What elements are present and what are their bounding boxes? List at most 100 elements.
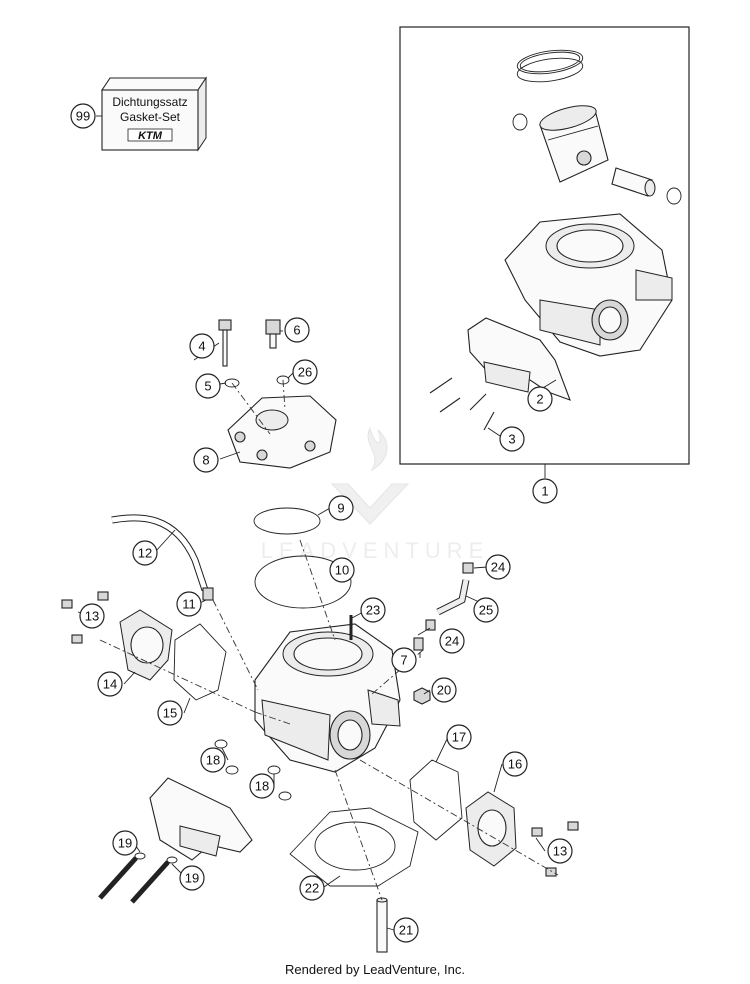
callout-7: 7 xyxy=(391,647,417,673)
exhaust-control-cover-right xyxy=(465,791,517,867)
callout-8: 8 xyxy=(193,447,219,473)
svg-text:26: 26 xyxy=(298,365,312,380)
cylinder-base-gasket xyxy=(289,807,419,887)
right-cover-screws xyxy=(531,821,579,877)
callout-13-left: 13 xyxy=(79,603,105,629)
piston-rings xyxy=(516,49,584,83)
callout-16: 16 xyxy=(502,751,528,777)
svg-text:18: 18 xyxy=(206,753,220,768)
svg-text:6: 6 xyxy=(293,323,300,338)
callout-9: 9 xyxy=(328,495,354,521)
svg-text:8: 8 xyxy=(202,453,209,468)
callout-22: 22 xyxy=(299,875,325,901)
svg-text:18: 18 xyxy=(255,779,269,794)
callout-15: 15 xyxy=(157,700,183,726)
hose-fitting xyxy=(202,587,214,601)
callout-18-left: 18 xyxy=(200,747,226,773)
svg-text:1: 1 xyxy=(541,484,548,499)
callout-1: 1 xyxy=(532,478,558,504)
screws-set xyxy=(429,377,495,431)
callout-23: 23 xyxy=(360,597,386,623)
gasket-set-line1: Dichtungssatz xyxy=(112,95,187,109)
brand-logo: KTM xyxy=(138,130,163,142)
o-ring-head xyxy=(253,507,321,535)
o-ring-cylinder xyxy=(254,555,352,609)
callout-19-right: 19 xyxy=(179,865,205,891)
svg-text:99: 99 xyxy=(76,109,90,124)
svg-text:4: 4 xyxy=(198,339,205,354)
svg-text:10: 10 xyxy=(335,563,349,578)
callout-17: 17 xyxy=(446,724,472,750)
callout-10: 10 xyxy=(329,557,355,583)
svg-text:25: 25 xyxy=(479,603,493,618)
callout-20: 20 xyxy=(431,677,457,703)
cylinder-head xyxy=(227,395,337,469)
callout-14: 14 xyxy=(97,671,123,697)
callout-21: 21 xyxy=(393,917,419,943)
exhaust-control-cover-left xyxy=(119,609,173,681)
left-cover-screws xyxy=(61,591,109,644)
callout-24-lower: 24 xyxy=(439,628,465,654)
chevron-logo-icon xyxy=(330,483,410,525)
cylinder-kit-frame xyxy=(399,26,690,465)
water-nipple xyxy=(413,637,424,651)
flange-screws xyxy=(98,852,178,904)
collar-nut xyxy=(413,687,431,705)
gasket-set-box: Dichtungssatz Gasket-Set KTM xyxy=(100,76,208,152)
temperature-sensor xyxy=(265,319,281,349)
hose-clamp-lower xyxy=(425,619,436,631)
callout-5: 5 xyxy=(195,373,221,399)
svg-text:12: 12 xyxy=(138,546,152,561)
svg-text:3: 3 xyxy=(508,432,515,447)
head-screw xyxy=(218,319,232,367)
svg-text:2: 2 xyxy=(536,392,543,407)
hose-clamp-upper xyxy=(462,562,474,574)
svg-text:13: 13 xyxy=(85,609,99,624)
callout-99: 99 xyxy=(70,103,96,129)
callout-3: 3 xyxy=(499,426,525,452)
dowel-pin xyxy=(376,897,388,953)
svg-text:13: 13 xyxy=(553,844,567,859)
svg-text:23: 23 xyxy=(366,603,380,618)
callout-25: 25 xyxy=(473,597,499,623)
svg-text:11: 11 xyxy=(182,597,196,612)
svg-text:15: 15 xyxy=(163,706,177,721)
footer-credit: Rendered by LeadVenture, Inc. xyxy=(285,962,465,977)
svg-text:22: 22 xyxy=(305,881,319,896)
callout-4: 4 xyxy=(189,333,215,359)
callout-11: 11 xyxy=(176,591,202,617)
cover-gasket-left xyxy=(173,623,227,701)
callout-18-right: 18 xyxy=(249,773,275,799)
gasket-set-line2: Gasket-Set xyxy=(120,110,181,124)
svg-text:24: 24 xyxy=(491,560,505,575)
callout-13-right: 13 xyxy=(547,838,573,864)
svg-text:16: 16 xyxy=(508,757,522,772)
callout-6: 6 xyxy=(284,317,310,343)
callout-24-upper: 24 xyxy=(485,554,511,580)
watermark-text: LEADVENTURE xyxy=(261,538,490,563)
svg-text:21: 21 xyxy=(399,923,413,938)
svg-text:14: 14 xyxy=(103,677,117,692)
callout-19-left: 19 xyxy=(112,830,138,856)
callout-26: 26 xyxy=(292,359,318,385)
cover-gasket-right xyxy=(409,759,463,841)
svg-text:19: 19 xyxy=(185,871,199,886)
exhaust-flange xyxy=(149,777,253,861)
leadventure-watermark: LEADVENTURE xyxy=(261,426,490,563)
svg-text:5: 5 xyxy=(204,379,211,394)
o-rings-small xyxy=(214,739,292,801)
circlip-left xyxy=(512,113,528,131)
callout-2: 2 xyxy=(527,386,553,412)
piston-pin xyxy=(611,167,656,197)
svg-text:24: 24 xyxy=(445,634,459,649)
cylinder-kit xyxy=(504,213,673,357)
piston xyxy=(539,105,609,183)
cylinder xyxy=(254,623,401,773)
svg-text:19: 19 xyxy=(118,836,132,851)
svg-text:20: 20 xyxy=(437,683,451,698)
exhaust-valve-cover xyxy=(467,317,571,401)
flame-logo-icon xyxy=(367,426,388,472)
svg-text:7: 7 xyxy=(400,653,407,668)
circlip-right xyxy=(666,187,682,205)
